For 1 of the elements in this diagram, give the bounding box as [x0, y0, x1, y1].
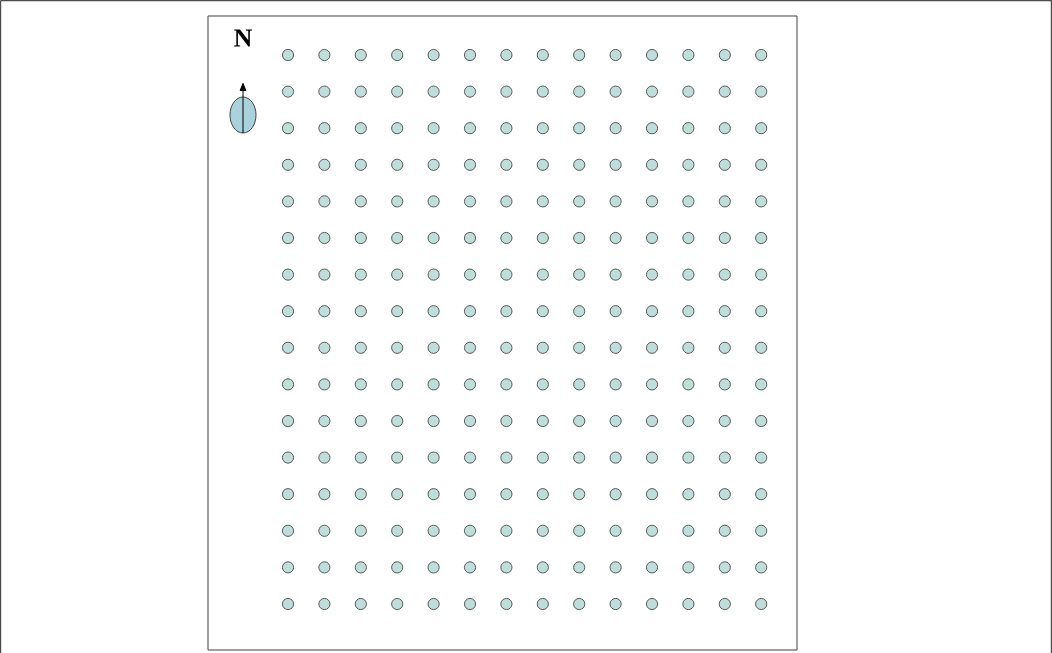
north-label: N [234, 29, 252, 47]
